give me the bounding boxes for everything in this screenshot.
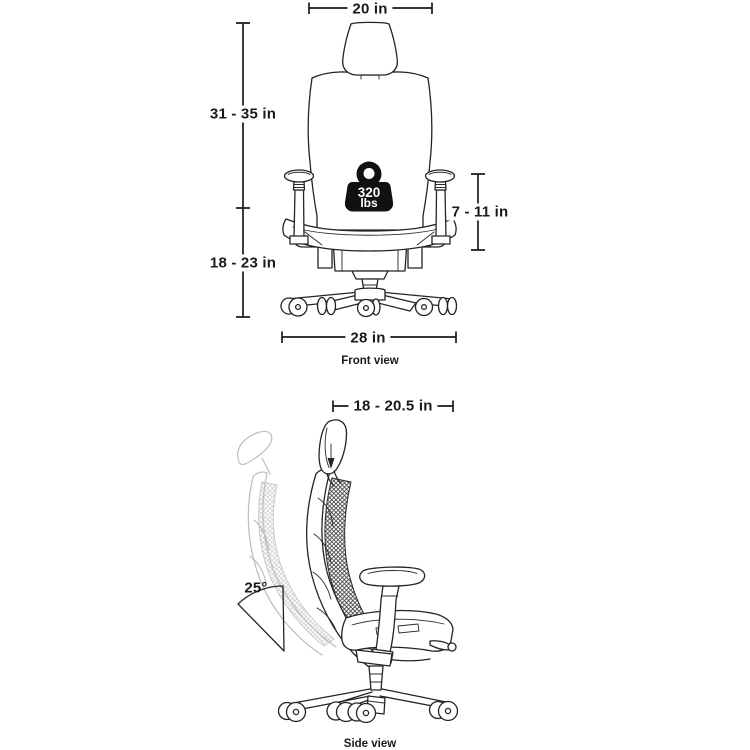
ghost-reclined-back [237,430,337,656]
weight-icon [344,161,394,212]
weight-unit: lbs [360,196,378,210]
front-view-caption: Front view [341,355,399,367]
side-headrest [318,419,348,487]
side-mesh-panel [324,477,383,650]
base-width-label: 28 in [345,329,391,347]
overall-height-label: 31 - 35 in [204,105,282,123]
recline-angle-label: 25° [244,579,268,597]
front-headrest [342,21,398,76]
side-view-caption: Side view [343,738,397,750]
armrest-height-label: 7 - 11 in [446,203,514,221]
seat-depth-label: 18 - 20.5 in [348,397,438,415]
front-view-illustration [236,2,485,343]
front-left-armrest [283,169,315,245]
headrest-adjust-arrow [327,443,335,469]
side-gas-cylinder [368,665,384,691]
side-chair-drawing [277,419,459,724]
front-casters [280,296,458,318]
front-right-armrest [424,169,456,245]
weight-capacity-label: 320 lbs [357,185,381,210]
dim-height-line [236,22,250,318]
headrest-width-label: 20 in [347,0,393,18]
seat-lever [429,640,457,652]
side-view-illustration [237,400,459,724]
side-casters [277,700,459,724]
front-chair-drawing [280,21,458,318]
weight-value: 320 [357,185,381,200]
seat-height-label: 18 - 23 in [204,254,282,272]
recline-angle-wedge [237,585,285,652]
